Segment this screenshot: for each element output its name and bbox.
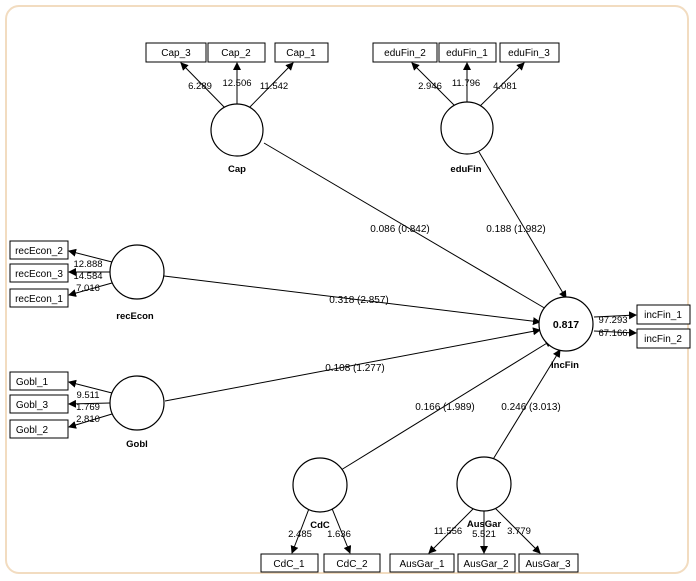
construct-cdc-label: CdC — [310, 520, 330, 531]
indicator-edufin-3 — [499, 42, 560, 63]
construct-cap-label: Cap — [228, 164, 246, 175]
loading-gobl-1: 9.511 — [76, 390, 99, 401]
construct-cap — [210, 103, 264, 157]
loading-edufin-2: 2.946 — [418, 81, 442, 92]
loading-ausgar-2: 5.521 — [472, 529, 496, 540]
indicator-gobl-2-label: Gobl_2 — [16, 425, 49, 436]
indicator-rececon-3-label: recEcon_3 — [15, 269, 63, 280]
loading-ausgar-3: 3.779 — [507, 526, 531, 537]
loading-cap-1: 11.542 — [260, 81, 288, 92]
path-rececon-incfin — [163, 275, 541, 326]
indicator-cdc-1-label: CdC_1 — [273, 559, 305, 570]
loading-rececon-1: 7.016 — [76, 283, 100, 294]
loading-gobl-2: 2.810 — [76, 414, 100, 425]
path-label-cap-incfin: 0.086 (0.842) — [370, 224, 430, 235]
construct-edufin-label: eduFin — [450, 164, 481, 175]
loading-ausgar-1: 11.556 — [434, 526, 462, 537]
construct-incfin — [538, 296, 594, 352]
path-edufin-incfin — [478, 151, 567, 299]
indicator-ausgar-1 — [389, 553, 455, 573]
indicator-cdc-1 — [260, 553, 319, 573]
indicator-cap-3-label: Cap_3 — [161, 48, 191, 59]
indicator-cap-2 — [207, 42, 266, 63]
loading-cdc-1: 2.485 — [288, 529, 312, 540]
loading-cdc-2: 1.636 — [327, 529, 351, 540]
indicator-edufin-2 — [372, 42, 438, 63]
indicator-rececon-3 — [9, 263, 69, 283]
indicator-edufin-2-label: eduFin_2 — [384, 48, 426, 59]
loading-incfin-2: 67.166 — [598, 328, 627, 339]
indicator-edufin-1 — [438, 42, 497, 63]
construct-edufin — [440, 101, 494, 155]
indicator-ausgar-3-label: AusGar_3 — [525, 559, 570, 570]
indicator-gobl-3-label: Gobl_3 — [16, 400, 49, 411]
loading-cap-2: 12.506 — [222, 78, 251, 89]
indicator-cdc-2 — [323, 553, 381, 573]
indicator-gobl-1 — [9, 371, 69, 391]
indicator-incfin-2-label: incFin_2 — [644, 334, 682, 345]
loading-edufin-1: 11.796 — [452, 78, 480, 89]
indicator-incfin-2 — [636, 328, 691, 349]
construct-gobl-label: Gobl — [126, 439, 148, 450]
indicator-rececon-2 — [9, 240, 69, 260]
path-label-ausgar-incfin: 0.246 (3.013) — [501, 402, 561, 413]
indicator-rececon-2-label: recEcon_2 — [15, 246, 63, 257]
r-squared-incfin: 0.817 — [553, 319, 579, 331]
indicator-edufin-1-label: eduFin_1 — [446, 48, 488, 59]
indicator-ausgar-2 — [457, 553, 516, 573]
path-label-gobl-incfin: 0.108 (1.277) — [325, 363, 385, 374]
indicator-gobl-2 — [9, 419, 69, 439]
loading-rececon-3: 14.584 — [73, 271, 102, 282]
indicator-gobl-1-label: Gobl_1 — [16, 377, 49, 388]
path-label-cdc-incfin: 0.166 (1.989) — [415, 402, 475, 413]
loading-rececon-2: 12.888 — [73, 259, 102, 270]
indicator-incfin-1 — [636, 304, 691, 325]
path-label-rececon-incfin: 0.318 (2.857) — [329, 295, 389, 306]
construct-cdc — [292, 457, 348, 513]
indicator-cap-1-label: Cap_1 — [286, 48, 316, 59]
indicator-rececon-1-label: recEcon_1 — [15, 294, 63, 305]
construct-ausgar — [456, 456, 512, 512]
loading-edufin-3: 4.081 — [493, 81, 517, 92]
indicator-ausgar-3 — [518, 553, 579, 573]
construct-ausgar-label: AusGar — [467, 519, 502, 530]
indicator-cap-1 — [274, 42, 329, 63]
path-cap-incfin — [263, 142, 554, 314]
indicator-ausgar-1-label: AusGar_1 — [399, 559, 444, 570]
indicator-rececon-1 — [9, 288, 69, 308]
loading-incfin-1: 97.293 — [598, 315, 627, 326]
construct-gobl — [109, 375, 165, 431]
construct-incfin-label: IncFin — [551, 360, 579, 371]
loading-gobl-3: 1.769 — [76, 402, 100, 413]
indicator-cap-3 — [145, 42, 207, 63]
path-label-edufin-incfin: 0.188 (1.982) — [486, 224, 546, 235]
path-gobl-incfin — [164, 327, 541, 402]
indicator-gobl-3 — [9, 394, 69, 414]
indicator-edufin-3-label: eduFin_3 — [508, 48, 550, 59]
construct-rececon — [109, 244, 165, 300]
indicator-cdc-2-label: CdC_2 — [336, 559, 368, 570]
loading-cap-3: 6.289 — [188, 81, 212, 92]
path-cdc-incfin — [340, 339, 553, 471]
indicator-ausgar-2-label: AusGar_2 — [463, 559, 508, 570]
indicator-cap-2-label: Cap_2 — [221, 48, 251, 59]
path-ausgar-incfin — [491, 349, 561, 462]
indicator-incfin-1-label: incFin_1 — [644, 310, 682, 321]
construct-rececon-label: recEcon — [116, 311, 154, 322]
